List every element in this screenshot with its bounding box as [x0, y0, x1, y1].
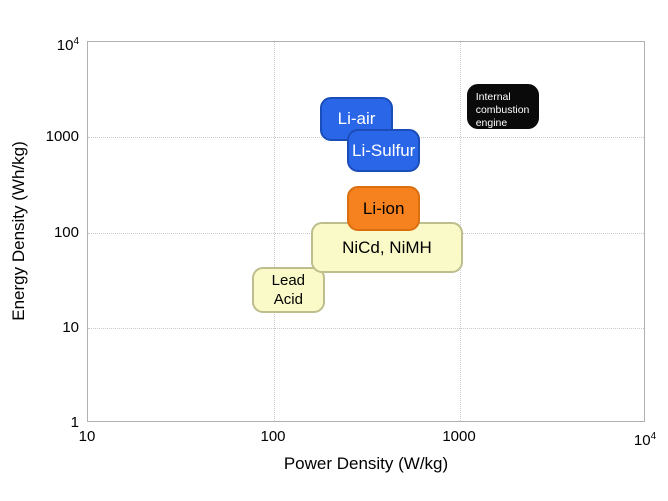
x-axis-title: Power Density (W/kg) — [283, 454, 449, 473]
gridline-y-10 — [88, 327, 644, 329]
region-box-li-sulfur: Li-Sulfur — [347, 128, 421, 173]
region-label-internal-combustion-engine: Internal — [475, 91, 511, 104]
y-tick-label-100: 100 — [53, 223, 79, 241]
x-tick-label-100: 100 — [260, 428, 286, 445]
region-label-internal-combustion-engine: combustion — [475, 104, 530, 117]
region-label-li-sulfur: Li-Sulfur — [352, 140, 416, 160]
region-label-li-air: Li-air — [337, 109, 376, 129]
region-label-lead-acid: Lead — [271, 272, 306, 290]
y-tick-label-10000: 104 — [56, 36, 79, 54]
x-tick-label-10000: 104 — [633, 431, 657, 449]
x-tick-label-10: 10 — [78, 428, 96, 445]
gridline-x-100 — [274, 42, 275, 421]
region-box-li-ion: Li-ion — [347, 186, 421, 232]
x-tick-label-1000: 1000 — [442, 428, 476, 445]
region-label-nicd-nimh: NiCd, NiMH — [342, 237, 432, 257]
y-axis-title: Energy Density (Wh/kg) — [9, 141, 28, 321]
y-tick-label-1000: 1000 — [45, 128, 79, 146]
region-label-li-ion: Li-ion — [362, 199, 405, 219]
y-tick-label-10: 10 — [62, 318, 79, 336]
y-tick-label-1: 1 — [70, 414, 79, 431]
region-label-lead-acid: Acid — [273, 291, 303, 309]
region-label-internal-combustion-engine: engine — [475, 117, 508, 130]
